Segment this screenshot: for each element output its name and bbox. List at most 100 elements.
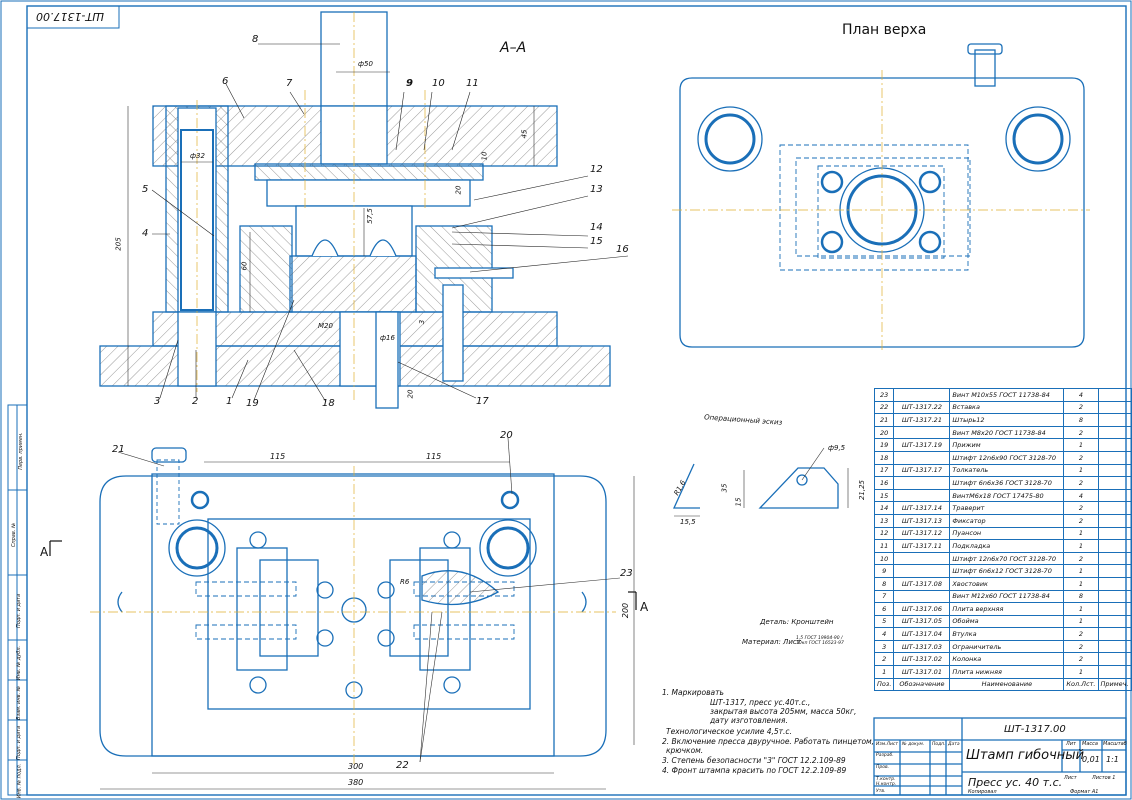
- part-label: 22: [396, 760, 409, 771]
- bom-cell-name: Толкатель: [949, 463, 1065, 478]
- title-block-row-label: Т.контр.: [876, 777, 896, 782]
- note-line: 4. Фронт штампа красить по ГОСТ 12.2.109…: [662, 766, 847, 775]
- bom-cell-pos: 4: [873, 627, 895, 641]
- bom-cell-note: [1097, 639, 1132, 654]
- op-dim-d95: ф9,5: [828, 444, 846, 452]
- part-label: 7: [286, 78, 293, 89]
- bom-cell-des: [893, 450, 951, 465]
- dim-380: 380: [348, 778, 364, 787]
- title-block-scale: 1:1: [1106, 755, 1119, 764]
- title-block-sheets: Листов 1: [1092, 775, 1116, 781]
- note-line: 2. Включение пресса двуручное. Работать …: [662, 737, 875, 746]
- part-label: 3: [154, 396, 161, 407]
- title-block-subtitle: Пресс ус. 40 т.с.: [968, 776, 1063, 789]
- part-label: 20: [500, 430, 513, 441]
- note-line: дату изготовления.: [710, 716, 788, 725]
- bom-cell-des: [893, 589, 951, 604]
- part-label: 23: [620, 568, 633, 579]
- title-block-frame: [873, 717, 1127, 796]
- bom-header-name: Наименование: [949, 677, 1065, 692]
- bom-cell-name: Плита верхняя: [949, 602, 1065, 616]
- note-line: 3. Степень безопасности "3" ГОСТ 12.2.10…: [662, 756, 846, 765]
- bom-cell-name: Обойма: [949, 614, 1065, 629]
- bom-cell-note: [1097, 614, 1132, 629]
- bom-cell-note: [1097, 551, 1132, 566]
- dim-h575: 57,5: [365, 208, 374, 224]
- bom-cell-qty: 2: [1063, 627, 1099, 641]
- bom-cell-note: [1097, 488, 1132, 503]
- bom-cell-name: Пуансон: [949, 526, 1065, 541]
- left-strip-label: Инв. № подл.: [16, 763, 23, 799]
- bom-cell-name: Колонка: [949, 652, 1065, 667]
- op-dim-35: 35: [720, 483, 729, 493]
- bom-cell-qty: 1: [1063, 614, 1099, 629]
- bom-cell-pos: 3: [873, 639, 895, 654]
- bom-cell-des: ШТ-1317.02: [893, 652, 951, 667]
- part-label: 6: [222, 76, 229, 87]
- note-line: Технологическое усилие 4,5т.с.: [666, 727, 792, 736]
- bom-cell-note: [1097, 463, 1132, 478]
- part-label: 10: [432, 78, 445, 89]
- bom-cell-des: [893, 476, 951, 490]
- corner-stamp-code: ШТ-1317.00: [36, 10, 104, 23]
- part-label: 15: [590, 236, 603, 247]
- bom-cell-des: ШТ-1317.13: [893, 513, 951, 528]
- dim-h45: 45: [520, 129, 529, 139]
- bom-cell-pos: 10: [873, 551, 895, 566]
- bom-cell-des: ШТ-1317.05: [893, 614, 951, 629]
- note-line: ШТ-1317, пресс ус.40т.с.,: [710, 698, 811, 707]
- bom-cell-des: ШТ-1317.12: [893, 526, 951, 541]
- title-block-row-label: Изм.Лист: [876, 742, 898, 747]
- bom-cell-pos: 2: [873, 652, 895, 667]
- bom-cell-pos: 6: [873, 602, 895, 616]
- bottom-plan-view: [99, 447, 607, 757]
- bom-cell-qty: 1: [1063, 526, 1099, 541]
- bom-header-pos: Поз.: [873, 677, 895, 692]
- bom-cell-qty: 1: [1063, 665, 1099, 679]
- bom-cell-name: ВинтМ6х18 ГОСТ 17475-80: [949, 488, 1065, 503]
- bom-cell-name: Штифт 6n6х12 ГОСТ 3128-70: [949, 564, 1065, 578]
- bom-cell-des: [893, 564, 951, 578]
- bom-cell-note: [1097, 501, 1132, 515]
- part-label: 2: [192, 396, 199, 407]
- operational-sketch: [672, 463, 839, 509]
- bom-cell-pos: 12: [873, 526, 895, 541]
- title-block-row-label: Пров.: [876, 765, 890, 770]
- bom-cell-qty: 1: [1063, 463, 1099, 478]
- part-label: 16: [616, 244, 629, 255]
- top-view-title: План верха: [842, 22, 927, 38]
- bom-cell-qty: 4: [1063, 388, 1099, 402]
- bom-cell-qty: 2: [1063, 425, 1099, 440]
- bom-cell-qty: 1: [1063, 438, 1099, 452]
- bom-header-designation: Обозначение: [893, 677, 951, 692]
- dim-115-right: 115: [426, 452, 442, 461]
- op-dim-2125: 21,25: [858, 479, 867, 501]
- dim-h20b: 20: [406, 389, 415, 399]
- op-dim-155: 15,5: [680, 518, 696, 526]
- bom-cell-name: Ограничитель: [949, 639, 1065, 654]
- bom-cell-name: Штифт 12n6х90 ГОСТ 3128-70: [949, 450, 1065, 465]
- bom-cell-note: [1097, 627, 1132, 641]
- part-label: 8: [252, 34, 259, 45]
- bom-cell-note: [1097, 450, 1132, 465]
- bom-cell-pos: 18: [873, 450, 895, 465]
- left-strip: [7, 404, 28, 796]
- bom-cell-note: [1097, 652, 1132, 667]
- bom-cell-pos: 20: [873, 425, 895, 440]
- bom-cell-name: Фиксатор: [949, 513, 1065, 528]
- bom-cell-note: [1097, 589, 1132, 604]
- section-marker-right: А: [640, 600, 649, 614]
- bom-cell-name: Винт М8х20 ГОСТ 11738-84: [949, 425, 1065, 440]
- bom-cell-des: ШТ-1317.08: [893, 576, 951, 591]
- bom-cell-pos: 13: [873, 513, 895, 528]
- title-block-row-label: Разраб.: [876, 753, 894, 758]
